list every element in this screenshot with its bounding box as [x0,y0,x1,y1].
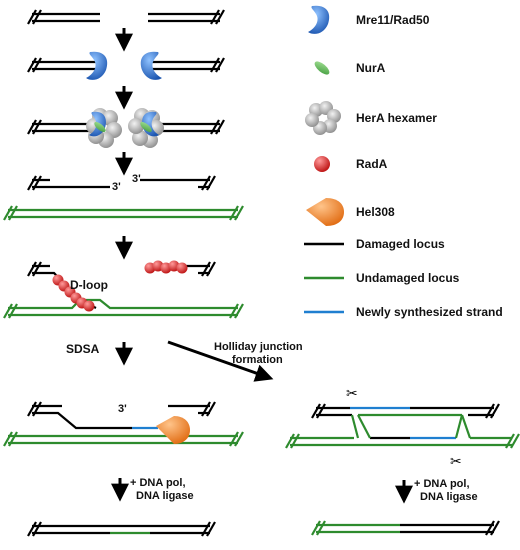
dna-pol-label-1: + DNA pol, [130,477,186,489]
dna-pol-label-2: DNA ligase [420,491,478,503]
legend-hel308-label: Hel308 [356,205,395,219]
step-7-repaired [27,521,216,537]
hj-formation-label-1: Holliday junction [214,341,303,353]
legend-hera-icon [305,101,341,135]
step-3-nura-hera [27,108,225,148]
legend-mre11-label: Mre11/Rad50 [356,13,430,27]
step-2-mre11-binding [27,51,225,80]
three-prime-label: 3' [112,181,121,193]
legend-undamaged-label: Undamaged locus [356,271,460,285]
legend-rada-icon [314,156,330,172]
rada-filament-icon [52,274,95,312]
mre11-rad50-icon [86,51,108,80]
scissors-icon: ✂ [450,454,462,470]
step-5-dloop: D-loop [3,260,244,319]
legend: Mre11/Rad50 NurA HerA hexamer RadA Hel30… [304,5,503,319]
nura-icon [94,121,106,133]
scissors-icon: ✂ [346,386,358,402]
legend-hel308-icon [306,198,344,226]
rada-filament-icon [144,260,188,274]
dna-pol-label-2: DNA ligase [136,490,194,502]
step-1-dsb [27,9,225,25]
sdsa-label: SDSA [66,342,100,356]
three-prime-label: 3' [132,173,141,185]
step-6-sdsa-extension: 3' [3,401,244,447]
three-prime-label: 3' [118,403,127,415]
hj-formation-label-2: formation [232,354,283,366]
legend-damaged-label: Damaged locus [356,237,445,251]
arrow-diagonal [167,340,274,382]
dloop-label: D-loop [70,278,108,292]
legend-mre11-icon [308,5,330,34]
step-4-resection: 3' 3' [3,173,244,221]
legend-nura-label: NurA [356,61,386,75]
legend-hera-label: HerA hexamer [356,111,437,125]
legend-nura-icon [314,61,330,75]
legend-new-strand-label: Newly synthesized strand [356,305,503,319]
holliday-junction: ✂ ✂ [285,386,520,470]
legend-rada-label: RadA [356,157,388,171]
mre11-rad50-icon [140,51,162,80]
crossover-product [311,520,500,536]
dna-pol-label-1: + DNA pol, [414,478,470,490]
hel308-icon [156,416,190,444]
nura-icon [140,121,152,133]
